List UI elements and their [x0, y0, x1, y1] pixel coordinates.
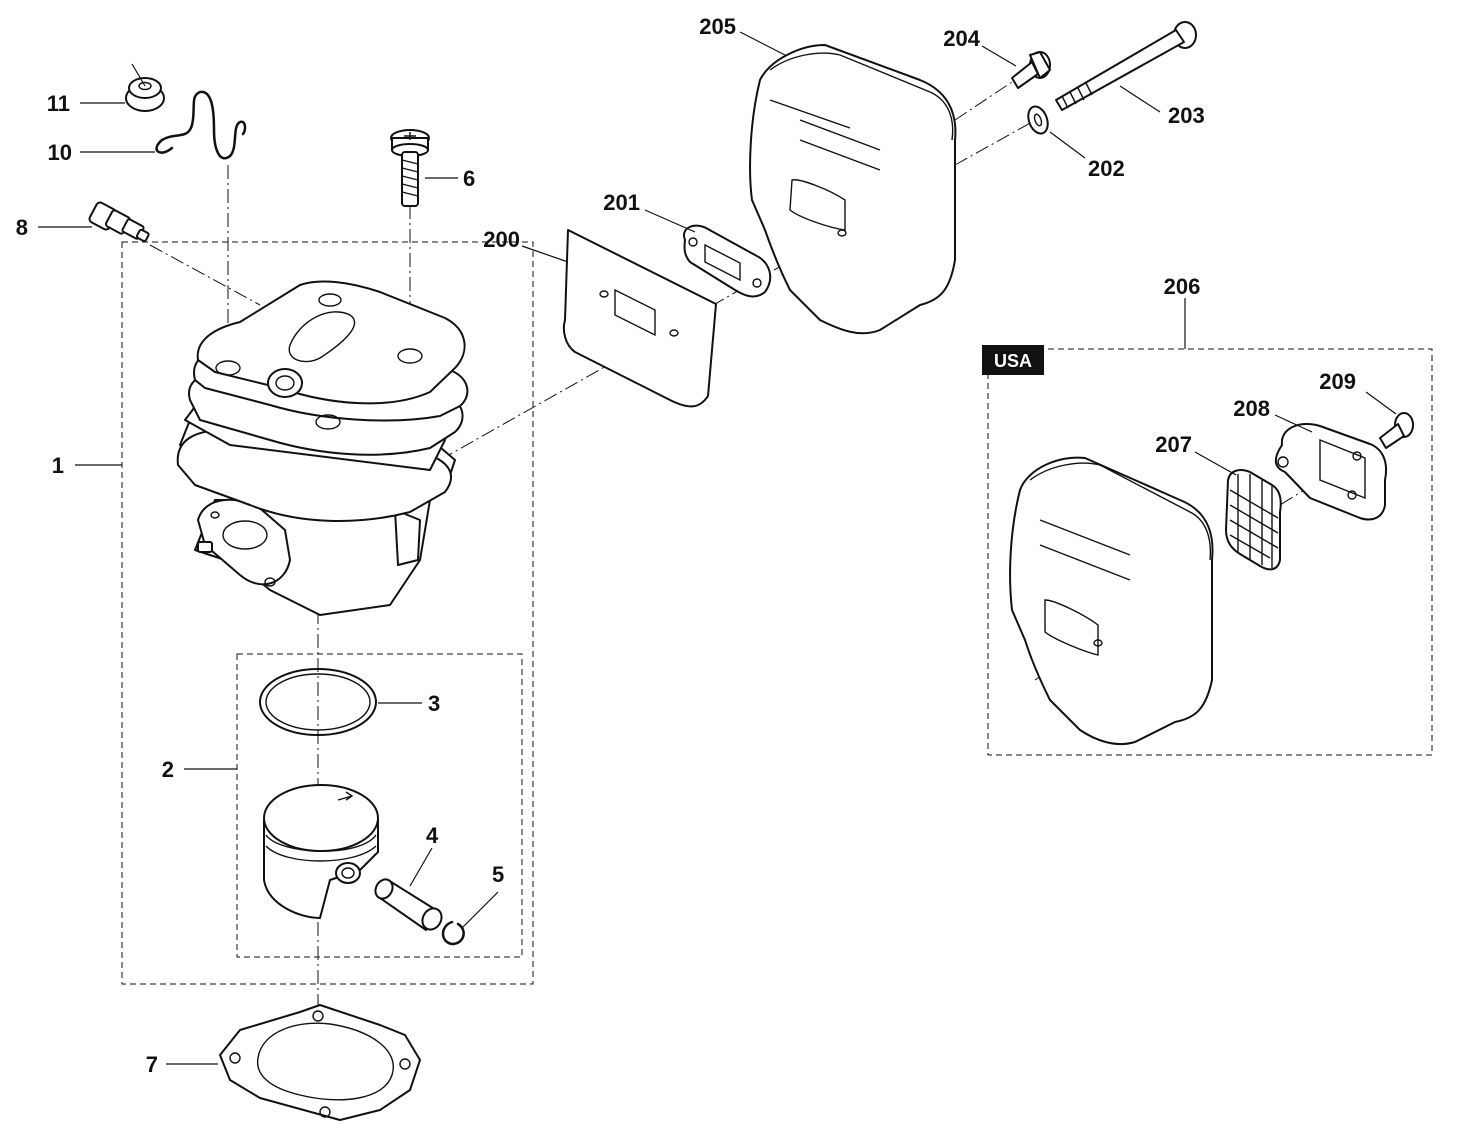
- group-box-piston-kit: [236, 653, 523, 958]
- part-203-long-bolt: [1055, 21, 1197, 111]
- callout-7: 7: [146, 1052, 158, 1077]
- callout-3: 3: [428, 691, 440, 716]
- callout-206: 206: [1164, 274, 1201, 299]
- part-207-spark-screen: [1225, 469, 1282, 571]
- callout-5: 5: [492, 862, 504, 887]
- group-box-cylinder-assembly: [121, 241, 534, 985]
- group-box-usa-muffler: [987, 348, 1433, 756]
- callout-10: 10: [48, 140, 72, 165]
- part-2-piston: [263, 784, 379, 919]
- part-7-base-gasket: [219, 1004, 421, 1121]
- part-10-wire-clip: [155, 90, 247, 160]
- part-200-heat-shield: [562, 229, 717, 408]
- part-1-cylinder: [176, 280, 469, 616]
- callout-205: 205: [699, 14, 736, 39]
- part-205-muffler: [749, 44, 957, 335]
- callout-207: 207: [1155, 432, 1192, 457]
- part-3-piston-ring: [259, 668, 377, 736]
- callout-202: 202: [1088, 156, 1125, 181]
- part-201-muffler-gasket: [682, 224, 772, 298]
- callout-1: 1: [52, 453, 64, 478]
- part-8-decompression-valve: [88, 201, 150, 243]
- callout-204: 204: [943, 26, 980, 51]
- part-4-piston-pin: [374, 878, 443, 931]
- callout-208: 208: [1233, 396, 1270, 421]
- leader-lines: [38, 31, 1397, 1065]
- usa-region-badge: [982, 345, 1044, 375]
- callout-6: 6: [463, 166, 475, 191]
- callout-209: 209: [1319, 369, 1356, 394]
- callout-8: 8: [16, 215, 28, 240]
- usa-region-badge-label: USA: [994, 351, 1032, 371]
- part-209-screw: [1379, 412, 1414, 449]
- callout-200: 200: [483, 227, 520, 252]
- callout-4: 4: [426, 823, 439, 848]
- callout-203: 203: [1168, 103, 1205, 128]
- callout-11: 11: [47, 91, 70, 116]
- part-11-grommet: [125, 63, 165, 112]
- part-6-screw: [390, 129, 430, 207]
- part-206-usa-muffler: [1009, 456, 1214, 746]
- part-5-circlip: [441, 920, 465, 946]
- part-204-screw: [1011, 51, 1051, 89]
- callout-2: 2: [162, 757, 174, 782]
- part-202-washer: [1027, 105, 1049, 135]
- part-208-bracket: [1274, 423, 1388, 521]
- callout-201: 201: [603, 190, 640, 215]
